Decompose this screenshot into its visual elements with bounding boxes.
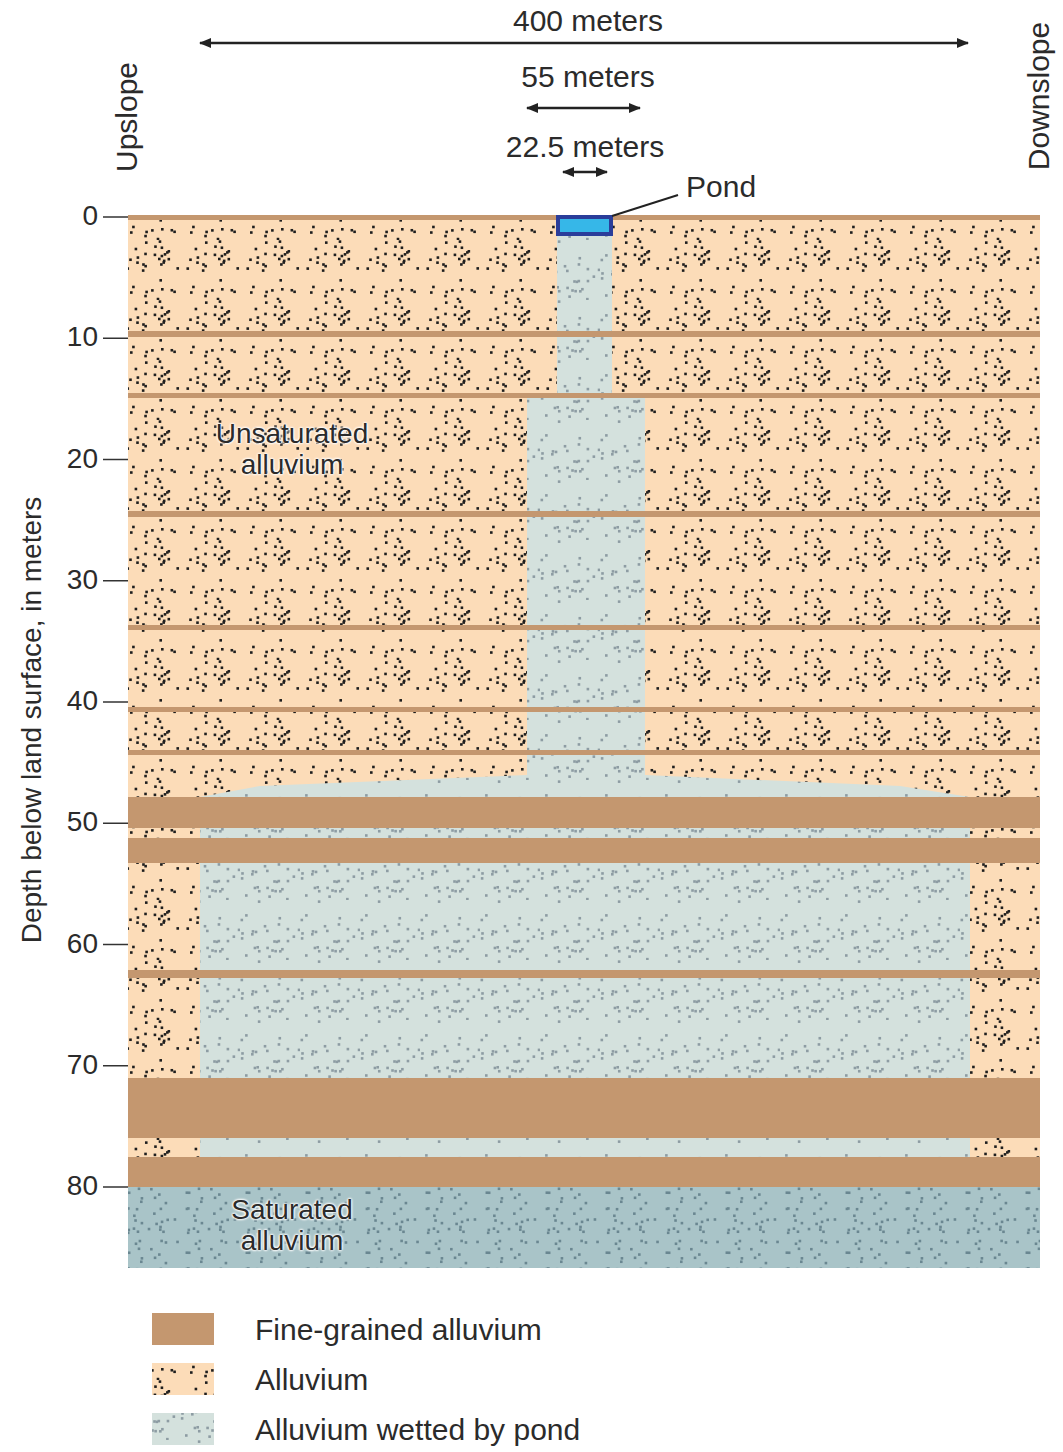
pond bbox=[558, 217, 611, 234]
legend-swatch bbox=[152, 1413, 214, 1445]
wetted-zone bbox=[200, 235, 970, 1157]
legend-swatch bbox=[152, 1313, 214, 1345]
direction-label: Downslope bbox=[1022, 22, 1055, 170]
fine-grained-layer bbox=[128, 970, 1040, 978]
axis-tick bbox=[103, 701, 128, 703]
dimension-label: 55 meters bbox=[521, 60, 654, 93]
axis-tick bbox=[103, 823, 128, 825]
axis-title: Depth below land surface, in meters bbox=[17, 497, 48, 944]
alluvium-ground bbox=[128, 217, 1040, 1187]
section bbox=[103, 43, 1040, 1268]
fine-grained-layer bbox=[128, 1157, 1040, 1187]
dimension-label: 22.5 meters bbox=[506, 130, 664, 163]
axis-tick bbox=[103, 459, 128, 461]
fine-grained-layer bbox=[128, 797, 1040, 828]
depth-tick-label: 20 bbox=[0, 444, 98, 475]
axis-tick bbox=[103, 338, 128, 340]
legend-text: Alluvium wetted by pond bbox=[255, 1413, 580, 1446]
fine-grained-layer bbox=[128, 1078, 1040, 1138]
fine-grained-layer bbox=[128, 331, 1040, 337]
depth-tick-label: 50 bbox=[0, 807, 98, 838]
direction-label: Upslope bbox=[110, 62, 143, 172]
legend-swatch bbox=[152, 1363, 214, 1395]
zone-label: Saturated alluvium bbox=[192, 1195, 392, 1257]
dimension-arrow bbox=[527, 107, 640, 110]
depth-tick-label: 10 bbox=[0, 322, 98, 353]
legend-text: Alluvium bbox=[255, 1363, 368, 1396]
legend-text: Fine-grained alluvium bbox=[255, 1313, 542, 1346]
fine-grained-layer bbox=[128, 625, 1040, 630]
depth-tick-label: 30 bbox=[0, 565, 98, 596]
axis-tick bbox=[103, 580, 128, 582]
dimension-arrow bbox=[563, 171, 607, 174]
zone-label: Unsaturated alluvium bbox=[192, 419, 392, 481]
axis-tick bbox=[103, 944, 128, 946]
fine-grained-layer bbox=[128, 511, 1040, 517]
feature-label: Pond bbox=[686, 170, 756, 203]
depth-tick-label: 0 bbox=[0, 201, 98, 232]
depth-tick-label: 40 bbox=[0, 686, 98, 717]
fine-grained-layer bbox=[128, 393, 1040, 398]
leader-line bbox=[612, 195, 678, 216]
saturated-ground bbox=[128, 1187, 1040, 1268]
dimension-label: 400 meters bbox=[513, 4, 663, 37]
depth-tick-label: 60 bbox=[0, 929, 98, 960]
axis-tick bbox=[103, 1065, 128, 1067]
fine-grained-layer bbox=[128, 838, 1040, 863]
dimension-arrow bbox=[200, 42, 968, 45]
fine-grained-layer bbox=[128, 750, 1040, 755]
depth-tick-label: 70 bbox=[0, 1050, 98, 1081]
depth-tick-label: 80 bbox=[0, 1171, 98, 1202]
axis-tick bbox=[103, 1186, 128, 1188]
axis-tick bbox=[103, 216, 128, 218]
fine-grained-layer bbox=[128, 707, 1040, 712]
